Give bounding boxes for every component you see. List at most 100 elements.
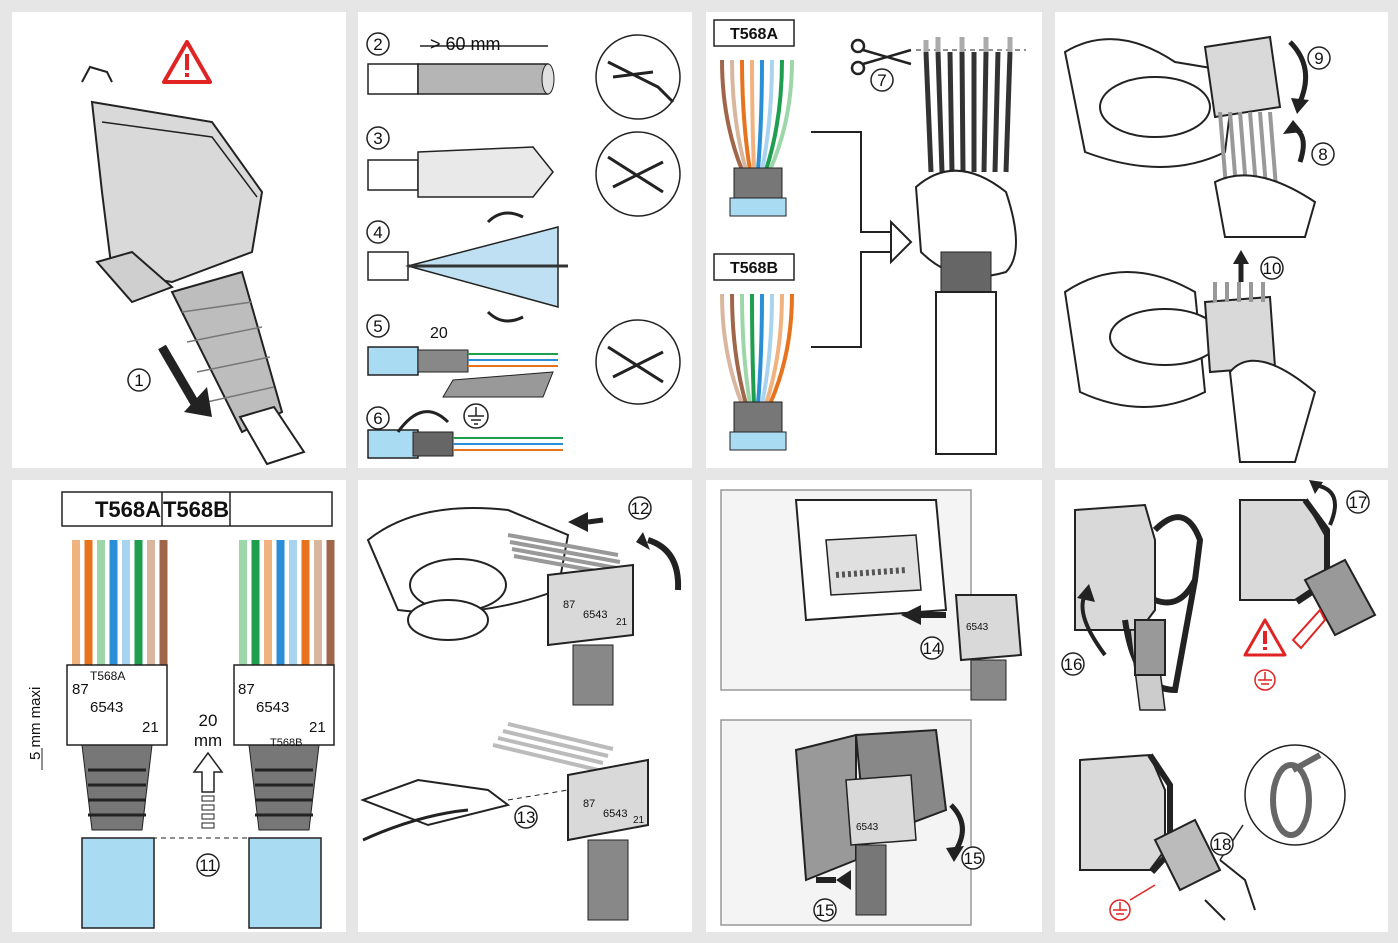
svg-text:14: 14: [923, 639, 942, 658]
svg-text:6543: 6543: [90, 699, 123, 716]
wire: [768, 293, 794, 405]
panel-steps-12-13: 87 6543 21 12 87 6543 21 13: [358, 480, 692, 932]
wire: [760, 293, 774, 405]
wire: [97, 540, 105, 665]
svg-text:10: 10: [1263, 259, 1282, 278]
wire: [289, 540, 297, 665]
hand-press-illustration: 87 6543 21: [366, 507, 682, 706]
strip-length-label: > 60 mm: [430, 34, 501, 54]
svg-text:2: 2: [373, 35, 382, 54]
trimmed-wires-illustration: [914, 37, 1026, 455]
wire: [760, 59, 774, 171]
panel-step-7: T568A T568B 7: [706, 12, 1042, 468]
header-t568b: T568B: [163, 497, 229, 522]
panel-4-drawing: 9 8 10: [1063, 35, 1335, 463]
svg-text:6543: 6543: [966, 622, 989, 633]
svg-text:13: 13: [517, 808, 536, 827]
wire: [122, 540, 130, 665]
wire: [109, 540, 118, 665]
svg-text:T568B: T568B: [730, 260, 778, 277]
step-1-badge: 1: [127, 368, 151, 392]
step-11-badge: 11: [196, 853, 220, 877]
wire: [276, 540, 285, 665]
wire: [764, 59, 784, 171]
wire: [720, 59, 744, 171]
socket-closed-illustration: 6543: [720, 719, 972, 926]
panel-steps-14-15: 6543 14 6543 15 15: [706, 480, 1042, 932]
svg-text:5: 5: [373, 317, 382, 336]
svg-text:mm: mm: [194, 731, 222, 750]
panel-step-11: T568A T568B T568A 87 6543 21 87 6543 21 …: [12, 480, 346, 932]
svg-text:6: 6: [373, 409, 382, 428]
hand-insert-illustration: [1063, 35, 1317, 238]
wire: [730, 59, 748, 171]
svg-text:15: 15: [964, 849, 983, 868]
cutter-tool-detail-2: [595, 319, 681, 405]
step-16-badge: 16: [1061, 652, 1085, 676]
step-1-number: 1: [134, 371, 143, 390]
shield-cover-illustration: [81, 65, 306, 466]
step-8-badge: 8: [1311, 142, 1335, 166]
svg-text:21: 21: [309, 719, 326, 736]
warning-icon: [162, 40, 212, 84]
step-5-shield: 5 20: [366, 314, 681, 405]
step-2-strip: 2 > 60 mm: [366, 32, 681, 120]
svg-text:87: 87: [563, 599, 575, 611]
wire: [264, 540, 272, 665]
svg-text:17: 17: [1349, 493, 1368, 512]
step-17-badge: 17: [1346, 490, 1370, 514]
svg-text:6543: 6543: [256, 699, 289, 716]
panel-2-drawing: 2 > 60 mm 3 4 5 20: [366, 32, 681, 459]
svg-text:6543: 6543: [603, 808, 627, 820]
cable-tie-illustration: [1079, 744, 1346, 921]
svg-text:18: 18: [1213, 835, 1232, 854]
panel-7-drawing: 6543 14 6543 15 15: [720, 489, 1023, 926]
svg-text:7: 7: [877, 71, 886, 90]
wire: [740, 59, 752, 171]
ground-icon: [463, 403, 489, 429]
svg-text:4: 4: [373, 223, 382, 242]
panel-3-drawing: T568A T568B 7: [713, 19, 1026, 455]
wire: [72, 540, 80, 665]
connector-a-labels: T568A 87 6543 21: [66, 664, 168, 746]
panel-1-drawing: 1: [81, 40, 306, 466]
svg-text:9: 9: [1314, 49, 1323, 68]
wire: [251, 540, 260, 665]
panel-6-drawing: 87 6543 21 12 87 6543 21 13: [360, 496, 682, 921]
svg-text:6543: 6543: [583, 609, 607, 621]
svg-text:15: 15: [816, 901, 835, 920]
step-9-badge: 9: [1307, 46, 1331, 70]
wire: [750, 293, 756, 405]
wire: [159, 540, 168, 665]
header-t568a: T568A: [95, 497, 161, 522]
connector-b-labels: 87 6543 21 T568B: [233, 664, 335, 749]
standards-header: T568A T568B: [61, 491, 333, 527]
svg-text:21: 21: [142, 719, 159, 736]
svg-text:21: 21: [633, 815, 645, 826]
t568a-termination: [72, 540, 168, 929]
step-3-foil: 3: [366, 126, 681, 217]
svg-text:16: 16: [1064, 655, 1083, 674]
svg-text:5 mm maxi: 5 mm maxi: [27, 687, 44, 760]
t568b-termination: [239, 540, 335, 929]
wire: [147, 540, 155, 665]
wire: [730, 293, 748, 405]
wire: [764, 293, 784, 405]
svg-text:12: 12: [631, 499, 650, 518]
svg-text:87: 87: [238, 681, 255, 698]
wire: [756, 293, 764, 405]
svg-text:20: 20: [199, 711, 218, 730]
step-15-badge-right: 15: [961, 846, 985, 870]
step-12-badge: 12: [628, 496, 652, 520]
t568b-wire-fan: [720, 293, 794, 451]
t568a-header: T568A: [713, 19, 795, 47]
cover-rotate-illustration: [1074, 503, 1204, 711]
wire: [134, 540, 143, 665]
pull-arrow-icon: [158, 344, 212, 417]
wire: [740, 293, 752, 405]
wire: [326, 540, 335, 665]
t568a-wire-fan: [720, 59, 794, 217]
step-4-fold: 4: [366, 211, 568, 323]
panel-steps-16-18: 16 17 18: [1055, 480, 1388, 932]
cutter-trim-illustration: 87 6543 21: [360, 722, 649, 921]
